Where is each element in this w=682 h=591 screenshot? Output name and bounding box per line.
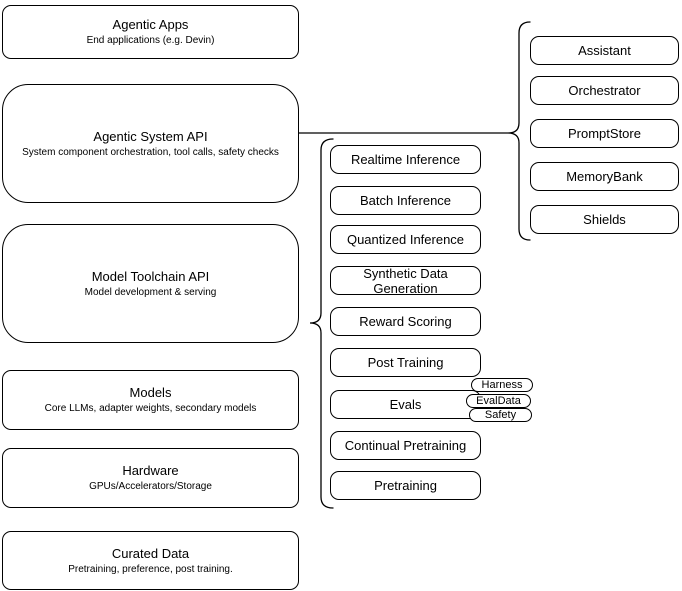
node-title: Hardware bbox=[122, 463, 179, 478]
brace-components bbox=[507, 21, 531, 241]
item-label: Quantized Inference bbox=[346, 232, 465, 247]
node-subtitle: Pretraining, preference, post training. bbox=[68, 563, 233, 575]
toolchain-item-quantized-inference[interactable]: Quantized Inference bbox=[330, 225, 481, 254]
tag-harness[interactable]: Harness bbox=[471, 378, 533, 392]
node-subtitle: Core LLMs, adapter weights, secondary mo… bbox=[44, 403, 257, 414]
item-label: Realtime Inference bbox=[350, 152, 461, 167]
item-label: Reward Scoring bbox=[359, 314, 452, 329]
component-orchestrator[interactable]: Orchestrator bbox=[530, 76, 679, 105]
toolchain-item-pretraining[interactable]: Pretraining bbox=[330, 471, 481, 500]
tag-label: EvalData bbox=[476, 394, 521, 407]
node-curated-data[interactable]: Curated Data Pretraining, preference, po… bbox=[2, 531, 299, 590]
item-label: Continual Pretraining bbox=[344, 438, 467, 453]
node-subtitle: End applications (e.g. Devin) bbox=[86, 35, 215, 46]
component-assistant[interactable]: Assistant bbox=[530, 36, 679, 65]
item-label: Synthetic Data Generation bbox=[363, 265, 448, 296]
node-subtitle: System component orchestration, tool cal… bbox=[22, 146, 279, 158]
node-title: Agentic Apps bbox=[112, 17, 189, 32]
node-subtitle: Model development & serving bbox=[84, 286, 217, 298]
item-label: Post Training bbox=[367, 355, 444, 370]
node-title: Curated Data bbox=[111, 545, 190, 561]
toolchain-item-continual-pretraining[interactable]: Continual Pretraining bbox=[330, 431, 481, 460]
node-models[interactable]: Models Core LLMs, adapter weights, secon… bbox=[2, 370, 299, 430]
node-model-toolchain-api[interactable]: Model Toolchain API Model development & … bbox=[2, 224, 299, 343]
toolchain-item-realtime-inference[interactable]: Realtime Inference bbox=[330, 145, 481, 174]
item-label: PromptStore bbox=[568, 126, 641, 141]
tag-safety[interactable]: Safety bbox=[469, 408, 532, 422]
tag-evaldata[interactable]: EvalData bbox=[466, 394, 531, 408]
toolchain-item-synthetic-data-generation[interactable]: Synthetic Data Generation bbox=[330, 265, 481, 296]
item-label: Shields bbox=[583, 212, 626, 227]
toolchain-item-batch-inference[interactable]: Batch Inference bbox=[330, 186, 481, 215]
item-label: Batch Inference bbox=[359, 193, 452, 208]
node-subtitle: GPUs/Accelerators/Storage bbox=[89, 481, 212, 492]
toolchain-item-reward-scoring[interactable]: Reward Scoring bbox=[330, 307, 481, 336]
item-label: Orchestrator bbox=[568, 83, 641, 98]
component-shields[interactable]: Shields bbox=[530, 205, 679, 234]
node-hardware[interactable]: Hardware GPUs/Accelerators/Storage bbox=[2, 448, 299, 508]
node-agentic-system-api[interactable]: Agentic System API System component orch… bbox=[2, 84, 299, 203]
node-agentic-apps[interactable]: Agentic Apps End applications (e.g. Devi… bbox=[2, 5, 299, 59]
toolchain-item-evals[interactable]: Evals bbox=[330, 390, 481, 419]
component-promptstore[interactable]: PromptStore bbox=[530, 119, 679, 148]
item-label: Pretraining bbox=[374, 478, 437, 493]
item-label: MemoryBank bbox=[566, 169, 643, 184]
tag-label: Safety bbox=[484, 408, 517, 421]
node-title: Agentic System API bbox=[93, 128, 208, 144]
component-memorybank[interactable]: MemoryBank bbox=[530, 162, 679, 191]
node-title: Model Toolchain API bbox=[91, 268, 210, 284]
node-title: Models bbox=[129, 385, 172, 400]
toolchain-item-post-training[interactable]: Post Training bbox=[330, 348, 481, 377]
item-label: Evals bbox=[389, 397, 422, 412]
tag-label: Harness bbox=[481, 378, 523, 391]
item-label: Assistant bbox=[578, 43, 631, 58]
